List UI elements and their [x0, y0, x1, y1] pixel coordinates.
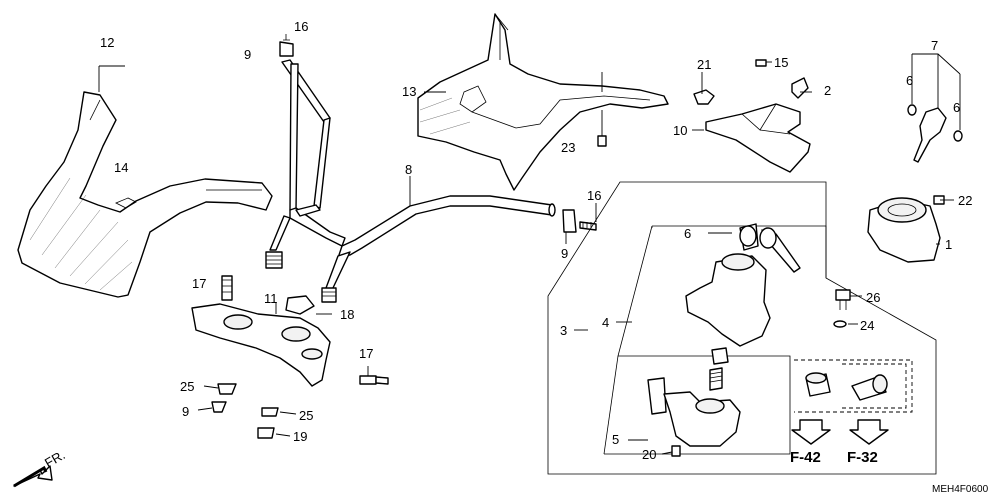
callout-9-bottom: 9 [182, 404, 189, 419]
callout-19: 19 [293, 429, 307, 444]
reference-f32: F-32 [847, 449, 878, 466]
inner-cover-part [417, 13, 669, 191]
pipe-end-nut-part [562, 209, 597, 233]
callout-25-right: 25 [299, 408, 313, 423]
callout-13: 13 [402, 84, 416, 99]
callout-15: 15 [774, 55, 788, 70]
callout-18: 18 [340, 307, 354, 322]
top-bridge-part [191, 275, 389, 439]
callout-21: 21 [697, 57, 711, 72]
callout-7: 7 [931, 38, 938, 53]
reference-f42: F-42 [790, 449, 821, 466]
callout-3: 3 [560, 323, 567, 338]
callout-10: 10 [673, 123, 687, 138]
callout-26: 26 [866, 290, 880, 305]
callout-11: 11 [264, 291, 278, 306]
callout-25-left: 25 [180, 379, 194, 394]
callout-9-right: 9 [561, 246, 568, 261]
lock-cylinder-parts [805, 372, 888, 401]
front-arrow-icon [13, 465, 53, 488]
callout-2: 2 [824, 83, 831, 98]
ref-arrow-f42 [791, 419, 831, 445]
callout-14: 14 [114, 160, 128, 175]
callout-9-top: 9 [244, 47, 251, 62]
callout-1: 1 [945, 237, 952, 252]
seat-lock-part [647, 377, 741, 457]
switch-cover-part [867, 195, 945, 263]
diagram-code: MEH4F0600 [932, 484, 989, 495]
callout-6-switch: 6 [684, 226, 691, 241]
ignition-switch-part [685, 223, 851, 391]
callout-5: 5 [612, 432, 619, 447]
callout-20: 20 [642, 447, 656, 462]
callout-6-key-right: 6 [953, 100, 960, 115]
callout-24: 24 [860, 318, 874, 333]
callout-4: 4 [602, 315, 609, 330]
callout-23: 23 [561, 140, 575, 155]
handlebar-pipe-part [265, 34, 556, 303]
callout-22: 22 [958, 193, 972, 208]
callout-8: 8 [405, 162, 412, 177]
bracket-part [693, 59, 811, 173]
callout-17-right: 17 [359, 346, 373, 361]
key-set-part [907, 104, 963, 163]
callout-17-left: 17 [192, 276, 206, 291]
switch-assembly-frame [547, 181, 937, 475]
front-marker-label: FR. [42, 447, 68, 470]
front-cover-part [17, 91, 273, 298]
callout-12: 12 [100, 35, 114, 50]
callout-16-top: 16 [294, 19, 308, 34]
callout-6-key-left: 6 [906, 73, 913, 88]
ref-arrow-f32 [849, 419, 889, 445]
callout-16-right: 16 [587, 188, 601, 203]
